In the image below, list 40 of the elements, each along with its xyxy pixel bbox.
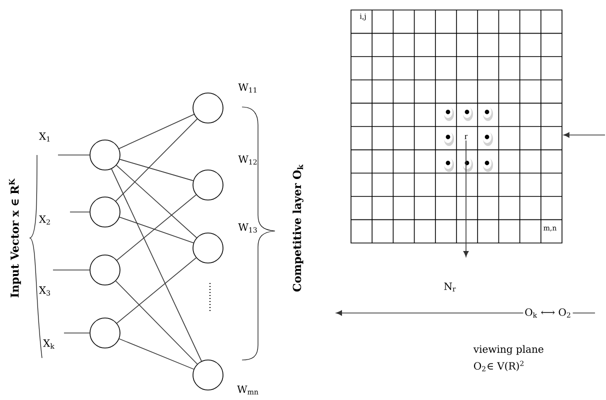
relation-text: O$_{k}$ ⟷ O$_{2}$ — [525, 308, 570, 318]
neuron-circle — [192, 360, 224, 390]
label: W$_{mn}$ — [237, 386, 258, 394]
input-line — [64, 332, 90, 334]
neuron-circle — [90, 254, 120, 286]
connection-line — [119, 216, 194, 244]
connection-line — [118, 114, 194, 150]
label: Competitive layer O$_{k}$ — [292, 164, 304, 292]
label: Input Vector x ∈ R$^{K}$ — [9, 178, 21, 298]
label: viewing plane — [473, 345, 544, 355]
neuron-circle — [192, 92, 224, 124]
connection-line — [116, 164, 197, 238]
label: W$_{12}$ — [238, 155, 257, 165]
label: W$_{11}$ — [238, 83, 256, 93]
connection-line — [119, 158, 194, 182]
neuron-circle — [192, 232, 224, 264]
neuron-circle — [192, 170, 224, 200]
input-line — [58, 154, 90, 156]
connection-line — [116, 257, 197, 324]
neuron-circle — [90, 140, 120, 170]
arrow — [563, 132, 606, 138]
arrow — [336, 310, 524, 316]
neuron-grid — [350, 10, 562, 244]
label: X$_{2}$ — [39, 215, 50, 225]
connection-line — [115, 280, 198, 364]
arrow — [463, 140, 469, 257]
label: X$_{3}$ — [39, 286, 50, 296]
connection-line — [115, 118, 198, 202]
neuron-label: r — [464, 134, 468, 140]
neuron-circle — [90, 318, 120, 348]
label: X$_{1}$ — [39, 132, 50, 142]
label: X$_{k}$ — [43, 339, 54, 349]
connection-line — [118, 338, 194, 370]
label: W$_{13}$ — [238, 223, 257, 233]
connection-line — [111, 168, 202, 362]
input-line — [572, 312, 596, 314]
connection-line — [116, 194, 197, 261]
neuron-circle — [90, 196, 120, 228]
label: N$_{r}$ — [444, 282, 456, 292]
label: O$_{2}$∈ V(R)$^{2}$ — [474, 360, 524, 372]
